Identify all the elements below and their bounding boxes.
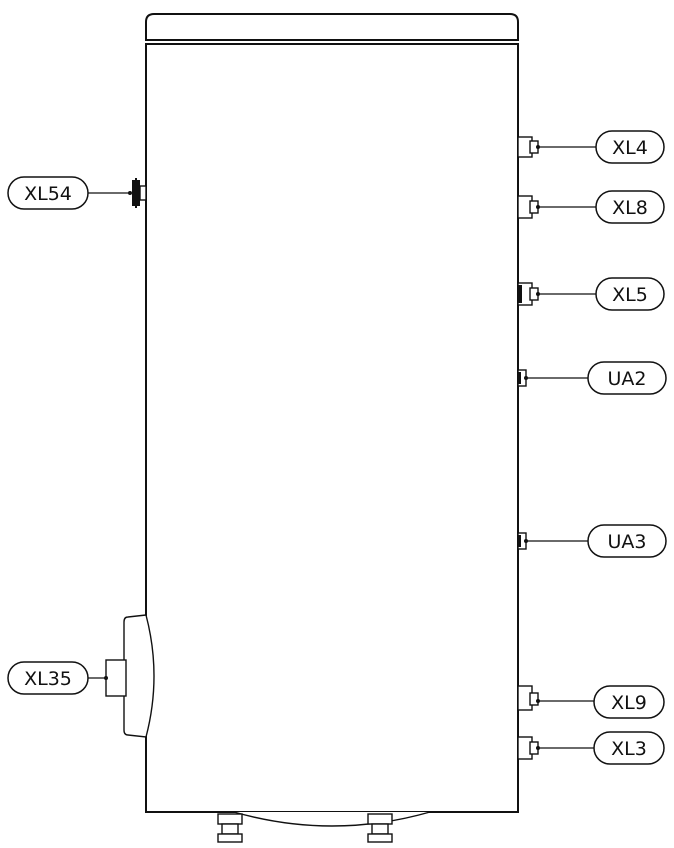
top-cap [145,13,519,45]
connection-xl4: XL4 [517,130,665,164]
label-xl3: XL3 [611,738,647,760]
connection-ua3: UA3 [517,524,667,558]
label-ua3: UA3 [608,531,647,553]
label-ua2: UA2 [608,368,647,390]
label-xl54: XL54 [24,183,72,205]
tank-body [145,43,519,813]
label-xl4: XL4 [612,137,648,159]
tank-bottom [217,811,431,843]
connection-xl35: XL35 [7,614,155,738]
label-pill-xl8 [595,190,665,224]
connection-xl5: XL5 [517,277,665,311]
label-pill-xl3 [593,731,665,765]
foot-right [367,813,393,843]
label-pill-xl4 [595,130,665,164]
connection-xl3: XL3 [517,731,665,765]
label-pill-ua3 [587,524,667,558]
label-xl5: XL5 [612,284,648,306]
connection-ua2: UA2 [517,361,667,395]
foot-left [217,813,243,843]
label-xl9: XL9 [611,692,647,714]
connection-xl9: XL9 [517,685,665,719]
label-pill-xl5 [595,277,665,311]
label-pill-ua2 [587,361,667,395]
label-xl8: XL8 [612,197,648,219]
label-pill-xl9 [593,685,665,719]
connection-xl54: XL54 [7,176,147,210]
connection-xl8: XL8 [517,190,665,224]
label-xl35: XL35 [24,668,72,690]
